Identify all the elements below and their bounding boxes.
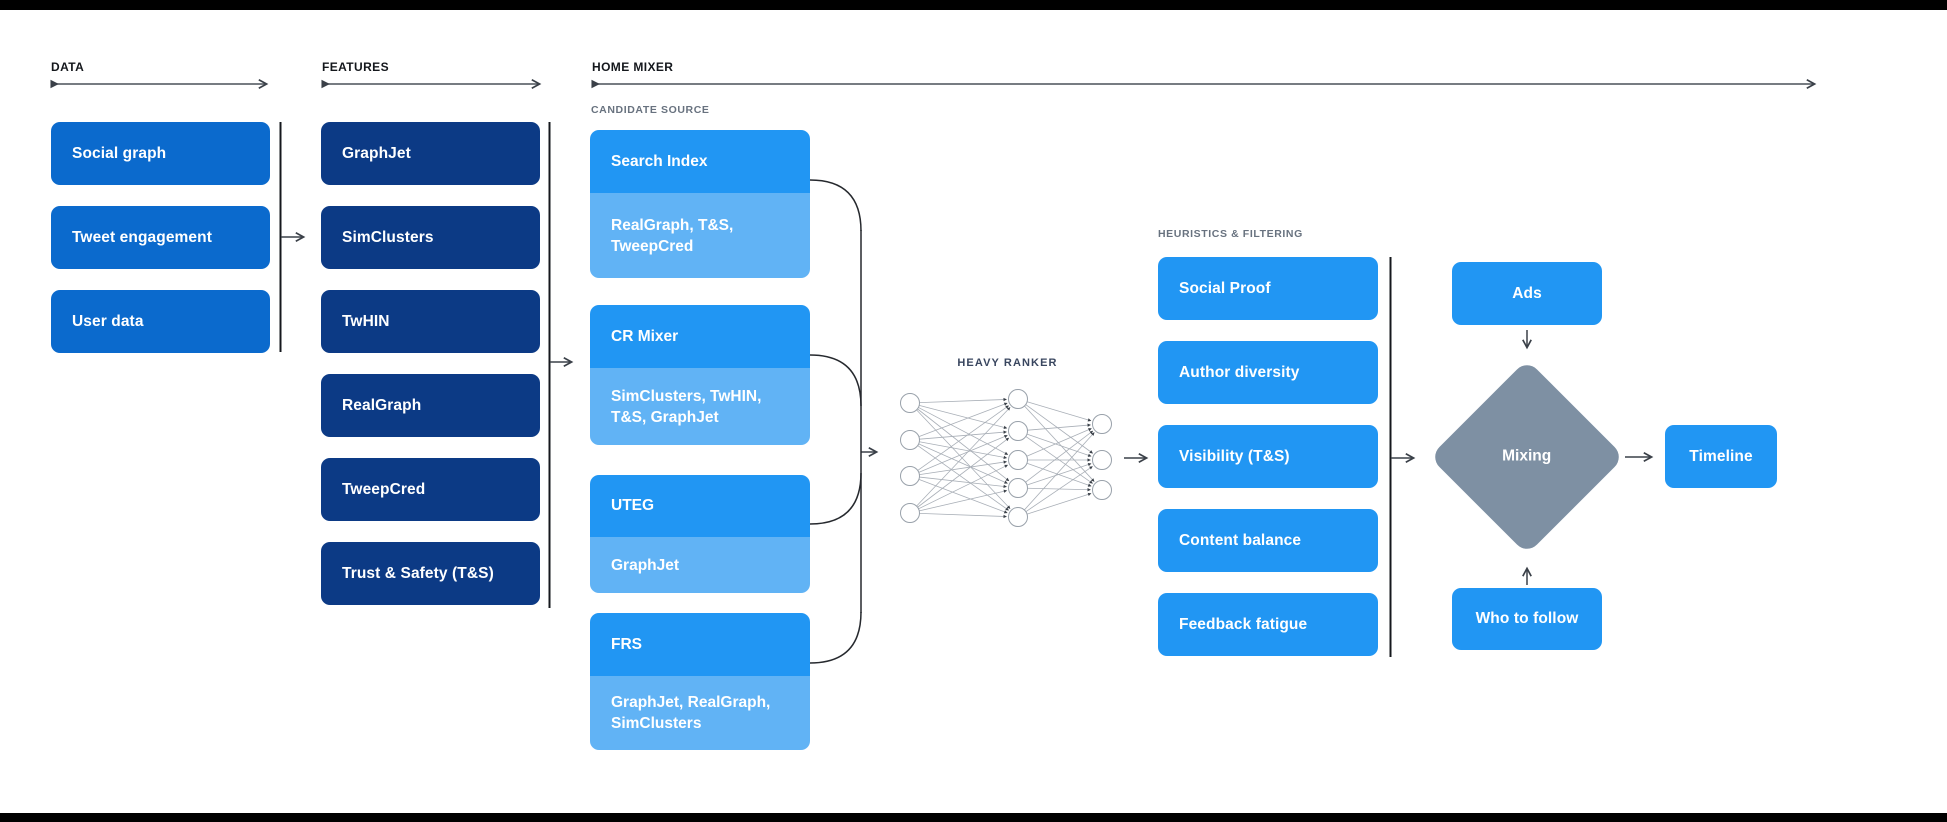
candidate-box-uteg: UTEG GraphJet — [590, 475, 810, 593]
candidate-title: Search Index — [590, 130, 810, 193]
candidate-box-cr-mixer: CR Mixer SimClusters, TwHIN, T&S, GraphJ… — [590, 305, 810, 445]
heavy-ranker-label: HEAVY RANKER — [957, 357, 1058, 369]
candidate-box-search-index: Search Index RealGraph, T&S, TweepCred — [590, 130, 810, 278]
candidate-title: CR Mixer — [590, 305, 810, 368]
feature-box-realgraph: RealGraph — [321, 374, 540, 437]
heuristics-label: HEURISTICS & FILTERING — [1158, 228, 1303, 240]
letterbox-bottom — [0, 813, 1947, 822]
data-box-social-graph: Social graph — [51, 122, 270, 185]
ads-box: Ads — [1452, 262, 1602, 325]
heuristic-box-visibility: Visibility (T&S) — [1158, 425, 1378, 488]
candidate-sources: SimClusters, TwHIN, T&S, GraphJet — [590, 368, 810, 445]
mixing-label: Mixing — [1502, 448, 1552, 465]
candidate-sources: GraphJet — [590, 537, 810, 593]
candidate-sources: GraphJet, RealGraph, SimClusters — [590, 676, 810, 750]
section-label-home-mixer: HOME MIXER — [592, 60, 674, 74]
data-box-tweet-engagement: Tweet engagement — [51, 206, 270, 269]
data-box-user-data: User data — [51, 290, 270, 353]
candidate-box-frs: FRS GraphJet, RealGraph, SimClusters — [590, 613, 810, 750]
feature-box-graphjet: GraphJet — [321, 122, 540, 185]
candidate-source-label: CANDIDATE SOURCE — [591, 104, 710, 116]
feature-box-trust-safety: Trust & Safety (T&S) — [321, 542, 540, 605]
candidate-title: UTEG — [590, 475, 810, 537]
who-to-follow-box: Who to follow — [1452, 588, 1602, 650]
candidate-sources: RealGraph, T&S, TweepCred — [590, 193, 810, 278]
heavy-ranker-network — [900, 389, 1112, 527]
heuristic-box-content-balance: Content balance — [1158, 509, 1378, 572]
heuristic-box-author-diversity: Author diversity — [1158, 341, 1378, 404]
feature-box-tweepcred: TweepCred — [321, 458, 540, 521]
heuristic-box-feedback-fatigue: Feedback fatigue — [1158, 593, 1378, 656]
mixing-diamond: Mixing — [1429, 359, 1625, 555]
letterbox-top — [0, 0, 1947, 10]
feature-box-simclusters: SimClusters — [321, 206, 540, 269]
feature-box-twhin: TwHIN — [321, 290, 540, 353]
timeline-box: Timeline — [1665, 425, 1777, 488]
section-label-data: DATA — [51, 60, 85, 74]
section-label-features: FEATURES — [322, 60, 389, 74]
heuristic-box-social-proof: Social Proof — [1158, 257, 1378, 320]
candidate-title: FRS — [590, 613, 810, 676]
